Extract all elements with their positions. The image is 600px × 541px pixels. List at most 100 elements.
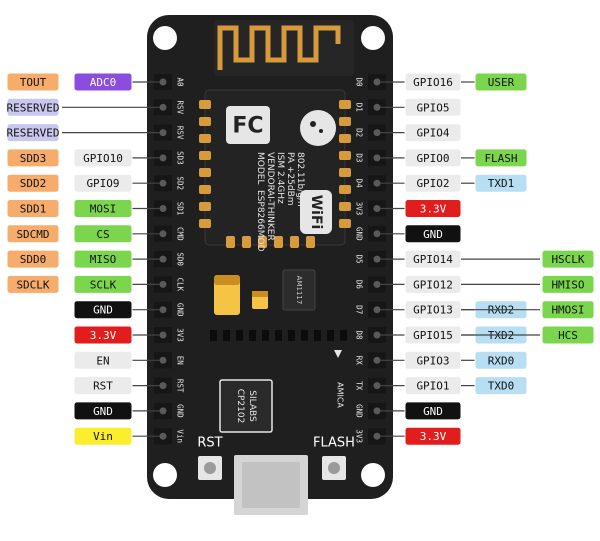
silk-pin-label: 3V3 bbox=[355, 202, 364, 216]
right-pin-label-text: GPIO4 bbox=[416, 127, 449, 140]
pin-hole bbox=[159, 382, 167, 390]
module-pad bbox=[199, 219, 211, 228]
left-alt-label-text: SDD0 bbox=[20, 253, 47, 266]
right-func-label-text: FLASH bbox=[484, 152, 517, 165]
regulator-chip bbox=[282, 269, 316, 311]
left-pin-label-text: GPIO10 bbox=[83, 152, 123, 165]
module-pad bbox=[242, 236, 251, 248]
rst-button-cap bbox=[204, 462, 216, 474]
left-alt-label bbox=[6, 148, 60, 168]
silk-pin-label: CMD bbox=[176, 227, 185, 241]
left-alt-label-text: SDD1 bbox=[20, 203, 47, 216]
module-pad bbox=[226, 236, 235, 248]
right-func-label-text: TXD0 bbox=[488, 380, 515, 393]
left-pin-label-text: ADC0 bbox=[90, 76, 117, 89]
smd-resistor bbox=[210, 330, 217, 341]
silk-pin-label: CLK bbox=[176, 278, 185, 292]
module-pad bbox=[290, 236, 299, 248]
mounting-hole bbox=[361, 463, 385, 487]
pin-hole bbox=[159, 407, 167, 415]
left-alt-label-text: RESERVED bbox=[7, 101, 60, 114]
module-spec-text: MODEL VENDOR ISM 2.4GHz PA +25dBm 802.11… bbox=[255, 152, 305, 252]
right-pin-label bbox=[404, 426, 462, 446]
pin-hole bbox=[159, 280, 167, 288]
right-func-label bbox=[474, 72, 528, 92]
right-pin-label bbox=[404, 224, 462, 244]
vendor-logo-dot bbox=[310, 121, 316, 127]
silk-pin-label: SD3 bbox=[176, 151, 185, 165]
module-pad bbox=[339, 134, 351, 143]
right-pin-label bbox=[404, 123, 462, 143]
pin-hole bbox=[373, 154, 381, 162]
pin-hole bbox=[159, 129, 167, 137]
left-pin-label bbox=[73, 173, 133, 193]
module-pad bbox=[339, 151, 351, 160]
silk-pin-label: D4 bbox=[355, 179, 364, 189]
module-pad bbox=[339, 100, 351, 109]
right-func-label-text: TXD1 bbox=[488, 177, 515, 190]
right-pin-label bbox=[404, 199, 462, 218]
pin-hole bbox=[373, 382, 381, 390]
right-pin-label bbox=[404, 97, 462, 117]
pin-hole bbox=[159, 432, 167, 440]
left-alt-label-text: SDD3 bbox=[20, 152, 47, 165]
right-pin-label-text: GPIO3 bbox=[416, 354, 449, 367]
flash-button-label: FLASH bbox=[313, 436, 355, 451]
silk-pin-label: GND bbox=[176, 404, 185, 418]
right-alt-label bbox=[541, 325, 595, 345]
right-func-label bbox=[474, 350, 528, 370]
silk-pin-label: GND bbox=[355, 404, 364, 418]
left-pin-label bbox=[73, 350, 133, 370]
silk-pin-label: GND bbox=[176, 303, 185, 317]
ism-label: ISM 2.4GHz bbox=[275, 152, 285, 204]
left-alt-label bbox=[6, 72, 60, 92]
maker-logo-icon bbox=[334, 350, 342, 358]
module-pad bbox=[199, 134, 211, 143]
left-pin-label-text: EN bbox=[96, 354, 109, 367]
silk-pin-label: SD1 bbox=[176, 202, 185, 216]
pin-hole bbox=[159, 179, 167, 187]
silk-pin-label: A0 bbox=[176, 77, 185, 87]
silk-pin-label: 3V3 bbox=[176, 328, 185, 342]
right-pin-label-text: GPIO1 bbox=[416, 380, 449, 393]
silk-pin-label: D7 bbox=[355, 305, 364, 314]
left-alt-label bbox=[6, 199, 60, 218]
right-pin-label-text: GPIO14 bbox=[413, 253, 453, 266]
pin-hole bbox=[373, 280, 381, 288]
module-pad bbox=[274, 236, 283, 248]
usb-chip-brand: SILABS bbox=[247, 390, 257, 422]
right-alt-label-text: HSCLK bbox=[551, 253, 584, 266]
regulator-label: AM1117 bbox=[295, 276, 303, 305]
silk-pin-label: SD0 bbox=[176, 252, 185, 266]
silk-pin-label: GND bbox=[355, 227, 364, 241]
left-pin-label bbox=[73, 401, 133, 421]
module-pad bbox=[306, 236, 315, 248]
pin-hole bbox=[159, 230, 167, 238]
silk-pin-label: 3V3 bbox=[355, 429, 364, 443]
silk-pin-label: D5 bbox=[355, 255, 364, 264]
smd-resistor bbox=[275, 330, 282, 341]
right-pin-label-text: 3.3V bbox=[420, 203, 447, 216]
left-pin-label bbox=[73, 199, 133, 218]
antenna-trace bbox=[217, 25, 341, 70]
right-func-label bbox=[474, 173, 528, 193]
left-alt-label-text: RESERVED bbox=[7, 127, 60, 140]
module-pad bbox=[339, 202, 351, 211]
pin-hole bbox=[373, 432, 381, 440]
left-pin-label bbox=[73, 148, 133, 168]
right-alt-label bbox=[541, 274, 595, 294]
left-alt-label-text: TOUT bbox=[20, 76, 47, 89]
left-alt-label bbox=[6, 97, 60, 117]
module-pad bbox=[339, 185, 351, 194]
wifi-logo: WiFi bbox=[300, 190, 332, 234]
right-func-label-text: USER bbox=[488, 76, 515, 89]
smd-resistor bbox=[340, 330, 347, 341]
smd-resistor bbox=[236, 330, 243, 341]
pin-hole bbox=[159, 154, 167, 162]
left-alt-label-text: SDD2 bbox=[20, 177, 47, 190]
module-pad bbox=[199, 100, 211, 109]
pin-hole bbox=[373, 103, 381, 111]
silk-pin-label: RST bbox=[176, 379, 185, 393]
